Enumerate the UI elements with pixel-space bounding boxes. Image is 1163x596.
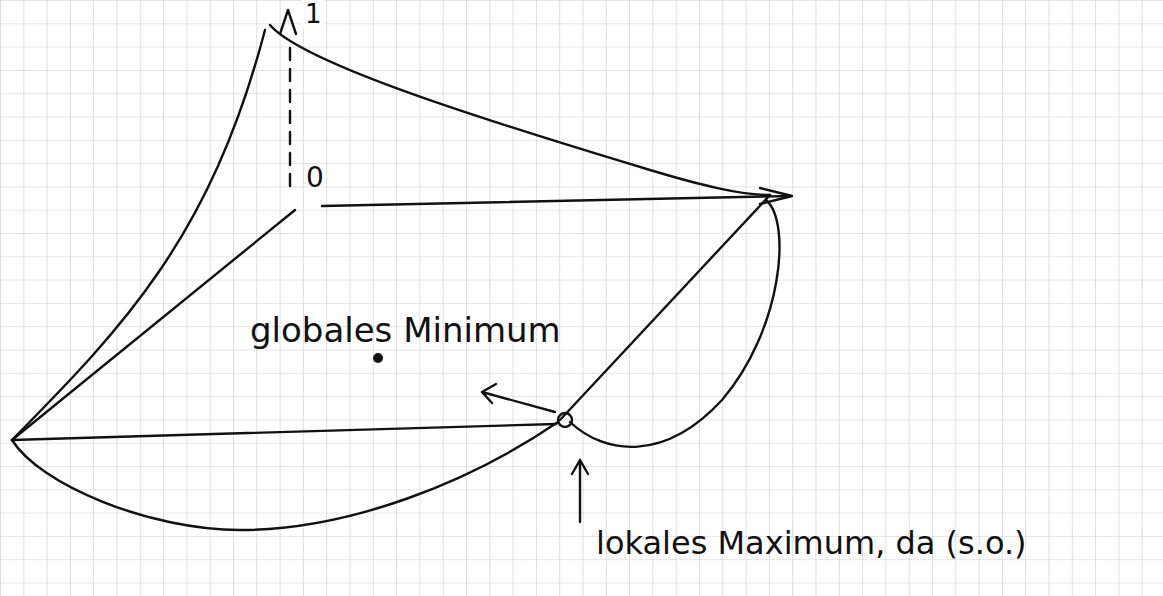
pointer-arrow bbox=[572, 460, 588, 522]
surface-right-loop bbox=[570, 200, 779, 447]
x-axis bbox=[322, 196, 790, 206]
base-edge bbox=[12, 424, 556, 440]
note-label: lokales Maximum, da (s.o.) bbox=[596, 526, 1027, 561]
minimum-point bbox=[373, 353, 383, 363]
gradient-arrow bbox=[482, 384, 555, 412]
surface-bottom-edge bbox=[12, 422, 558, 530]
surface-top-edge bbox=[270, 25, 770, 195]
axis-value: 0 bbox=[306, 163, 324, 194]
z-arrow bbox=[280, 10, 296, 34]
z-axis bbox=[289, 48, 291, 190]
diagonal-edge bbox=[560, 195, 770, 420]
axis-value: 1 bbox=[302, 0, 325, 29]
surface-left-edge bbox=[12, 30, 265, 440]
note-label: globales Minimum bbox=[250, 312, 561, 349]
critical-point bbox=[558, 413, 572, 427]
